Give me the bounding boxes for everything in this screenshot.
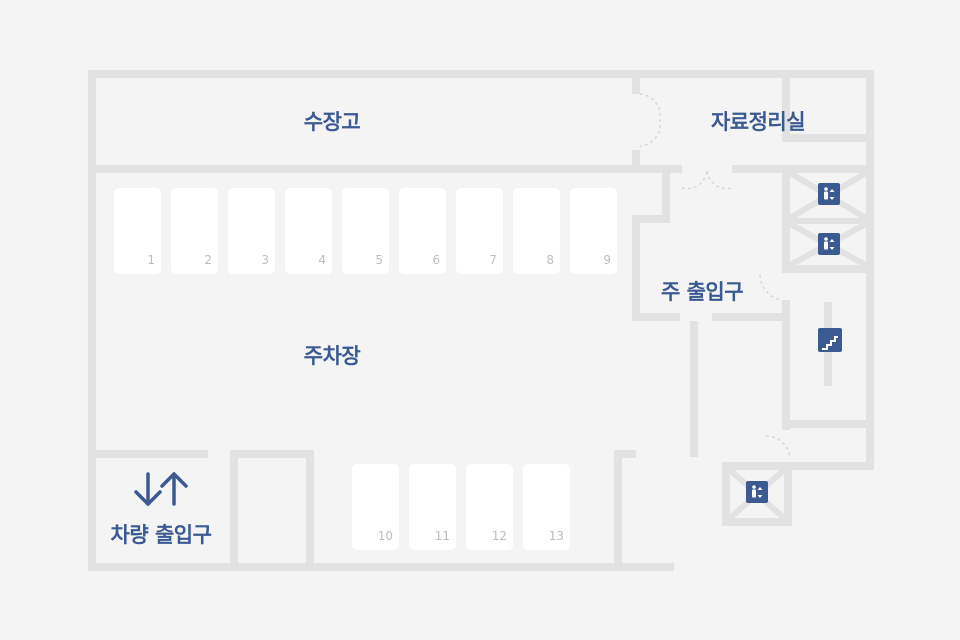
parking-spot-number: 8 <box>546 253 554 267</box>
parking-spot: 13 <box>523 464 570 550</box>
parking-spot-box <box>399 188 446 274</box>
parking-spot-number: 11 <box>435 529 450 543</box>
room-label-parking: 주차장 <box>303 344 361 368</box>
parking-spot: 9 <box>570 188 617 274</box>
room-label-main-entrance: 주 출입구 <box>660 280 744 304</box>
parking-spot: 5 <box>342 188 389 274</box>
parking-spot: 8 <box>513 188 560 274</box>
parking-spot-number: 6 <box>432 253 440 267</box>
parking-spot-number: 1 <box>147 253 155 267</box>
parking-spot-number: 9 <box>603 253 611 267</box>
parking-spot-number: 13 <box>549 529 564 543</box>
parking-spot-box <box>523 464 570 550</box>
stairs-icon <box>818 328 842 352</box>
parking-spot-box <box>285 188 332 274</box>
walls <box>88 70 874 571</box>
parking-spot: 3 <box>228 188 275 274</box>
up-down-arrows-icon <box>134 472 188 506</box>
parking-spot: 12 <box>466 464 513 550</box>
parking-spot-number: 12 <box>492 529 507 543</box>
parking-spot-box <box>342 188 389 274</box>
parking-spot-box <box>513 188 560 274</box>
elevator-icon <box>746 481 768 503</box>
parking-spot-box <box>409 464 456 550</box>
room-label-vehicle-entrance: 차량 출입구 <box>110 523 212 547</box>
parking-spot-number: 5 <box>375 253 383 267</box>
parking-spot-number: 2 <box>204 253 212 267</box>
parking-spot: 6 <box>399 188 446 274</box>
parking-spot-number: 7 <box>489 253 497 267</box>
room-label-archive: 자료정리실 <box>710 110 806 134</box>
parking-spot: 2 <box>171 188 218 274</box>
parking-spot-box <box>228 188 275 274</box>
parking-spot-box <box>114 188 161 274</box>
parking-spot-box <box>466 464 513 550</box>
parking-spot: 7 <box>456 188 503 274</box>
elevator-icon <box>818 183 840 205</box>
parking-spot: 11 <box>409 464 456 550</box>
parking-spot: 10 <box>352 464 399 550</box>
parking-spot: 1 <box>114 188 161 274</box>
parking-spot-box <box>171 188 218 274</box>
parking-spot-number: 3 <box>261 253 269 267</box>
parking-spot-number: 10 <box>378 529 393 543</box>
doors <box>639 93 791 459</box>
parking-spot-box <box>456 188 503 274</box>
room-label-storage: 수장고 <box>303 110 361 134</box>
parking-spot-number: 4 <box>318 253 326 267</box>
parking-spot: 4 <box>285 188 332 274</box>
parking-spots-top: 1 2 3 4 5 6 7 8 9 <box>114 188 617 274</box>
parking-spot-box <box>570 188 617 274</box>
parking-spot-box <box>352 464 399 550</box>
elevator-icon <box>818 233 840 255</box>
parking-spots-bottom: 10 11 12 13 <box>352 464 570 550</box>
